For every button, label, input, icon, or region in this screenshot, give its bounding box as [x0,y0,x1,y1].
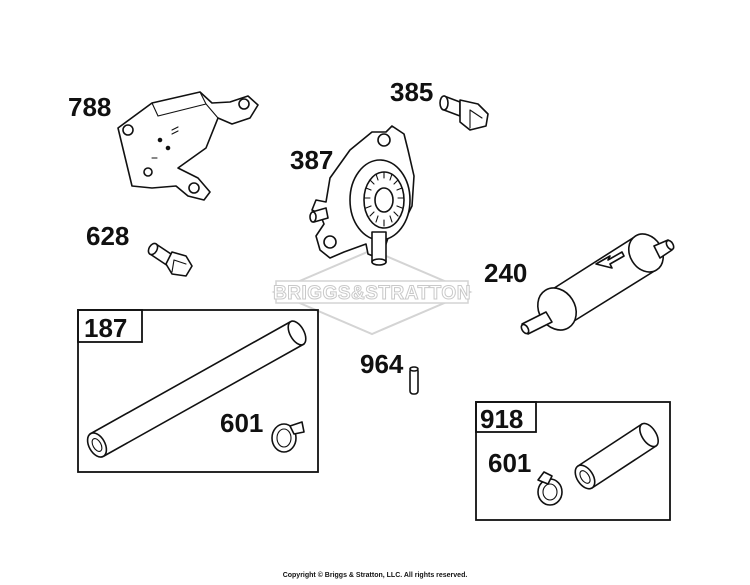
part-387-fuel-pump[interactable] [309,125,415,266]
part-628-bolt[interactable] [147,242,193,277]
watermark-text: BRIGGS&STRATTON [273,283,471,304]
label-187: 187 [84,313,127,343]
label-601-kit-918: 601 [488,448,531,478]
label-385: 385 [390,77,433,107]
part-385-bolt[interactable] [439,95,489,131]
label-788: 788 [68,92,111,122]
label-240: 240 [484,258,527,288]
label-601-kit-187: 601 [220,408,263,438]
hose-918[interactable] [571,420,662,492]
clamp-601-kit-918[interactable] [537,471,563,506]
kit-box-918 [475,401,671,521]
kit-box-187 [77,309,319,473]
copyright-notice: Copyright © Briggs & Stratton, LLC. All … [282,572,468,579]
clamp-601-kit-187[interactable] [271,421,305,453]
part-240-fuel-filter[interactable] [520,228,675,338]
part-964-pin[interactable] [409,366,419,395]
label-387: 387 [290,145,333,175]
label-918: 918 [480,404,523,434]
label-628: 628 [86,221,129,251]
hose-187[interactable] [84,318,310,460]
briggs-stratton-watermark: BRIGGS&STRATTON [271,248,473,336]
label-964: 964 [360,349,404,379]
part-788-bracket[interactable] [117,91,259,201]
